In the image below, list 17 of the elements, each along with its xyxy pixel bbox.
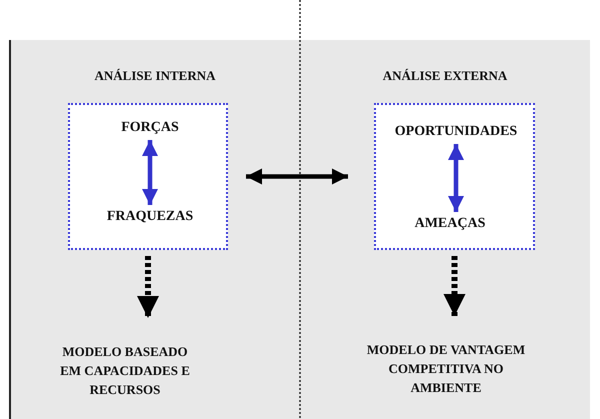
arrow <box>444 256 466 316</box>
model-label: MODELO DE VANTAGEM COMPETITIVA NO AMBIENTE <box>357 340 535 397</box>
model-label: MODELO BASEADO EM CAPACIDADES E RECURSOS <box>58 342 192 399</box>
factor-label: FRAQUEZAS <box>106 209 194 225</box>
arrow <box>137 256 159 318</box>
double-arrow <box>246 168 348 184</box>
double-arrow <box>142 140 158 205</box>
factor-label: FORÇAS <box>121 120 179 136</box>
dotted-frame <box>68 103 228 250</box>
panel-background <box>300 40 590 419</box>
panel-background <box>10 40 300 419</box>
factor-label: AMEAÇAS <box>414 216 486 232</box>
dotted-frame <box>374 103 535 250</box>
double-arrow <box>448 144 464 212</box>
section-heading: ANÁLISE INTERNA <box>94 68 216 84</box>
section-heading: ANÁLISE EXTERNA <box>382 68 508 84</box>
factor-label: OPORTUNIDADES <box>394 124 518 140</box>
